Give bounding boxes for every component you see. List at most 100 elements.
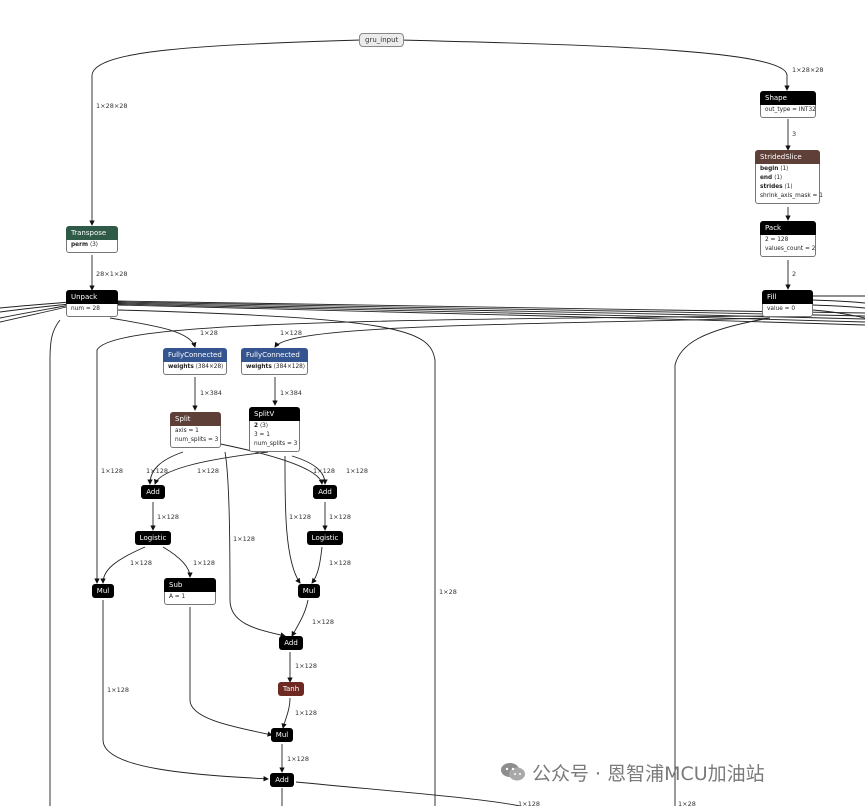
attribute-value: values_count = 2 xyxy=(765,246,816,252)
edge-label: 1×128 xyxy=(146,467,168,475)
edge-label: 1×128 xyxy=(101,467,123,475)
node-attributes: A = 1 xyxy=(164,592,216,605)
node-title: Add xyxy=(279,636,303,650)
edge-label: 1×128 xyxy=(329,559,351,567)
edge-label: 1×128 xyxy=(313,467,335,475)
node-title: FullyConnected xyxy=(163,348,227,362)
node-tanh[interactable]: Tanh xyxy=(278,682,304,696)
wechat-icon xyxy=(500,762,526,782)
edge-label: 28×1×28 xyxy=(96,270,128,278)
attribute-value: out_type = INT32 xyxy=(765,107,816,113)
edge-label: 1×128 xyxy=(289,513,311,521)
attribute-key: perm xyxy=(71,242,88,248)
attribute-row: axis = 1 xyxy=(175,427,216,436)
attribute-row: num_splits = 3 xyxy=(175,436,219,445)
node-logistic1[interactable]: Logistic xyxy=(135,531,171,545)
node-title: Logistic xyxy=(135,531,171,545)
node-attributes: weights ⟨384×28⟩ xyxy=(163,362,227,375)
edge-label: 1×128 xyxy=(312,618,334,626)
node-add2[interactable]: Add xyxy=(313,485,337,499)
node-add1[interactable]: Add xyxy=(141,485,165,499)
node-title: Add xyxy=(313,485,337,499)
attribute-value: axis = 1 xyxy=(175,428,199,434)
attribute-value: ⟨3⟩ xyxy=(89,242,99,248)
attribute-value: 2 = 128 xyxy=(765,237,789,243)
node-title: Logistic xyxy=(307,531,343,545)
edge-unpack-fc1 xyxy=(109,317,197,348)
edge-label: 1×28 xyxy=(439,588,457,596)
node-mul1[interactable]: Mul xyxy=(92,584,114,598)
edge-label: 1×128 xyxy=(197,467,219,475)
attribute-row: end ⟨1⟩ xyxy=(760,174,815,183)
edge-label: 1×128 xyxy=(157,513,179,521)
attribute-row: shrink_axis_mask = 1 xyxy=(760,192,823,201)
node-add4[interactable]: Add xyxy=(270,773,294,787)
attribute-value: ⟨384×28⟩ xyxy=(195,364,224,370)
edge-label: 1×128 xyxy=(233,535,255,543)
node-shape[interactable]: Shape out_type = INT32 xyxy=(760,91,816,118)
node-title: Add xyxy=(141,485,165,499)
attribute-row: 3 = 1 xyxy=(254,431,295,440)
edge-label: 1×28 xyxy=(200,329,218,337)
edge-label: 1×128 xyxy=(518,800,540,808)
node-attributes: 2 = 128 values_count = 2 xyxy=(760,235,816,257)
node-title: Unpack xyxy=(66,290,118,304)
attribute-row: num_splits = 3 xyxy=(254,440,297,449)
attribute-key: 2 xyxy=(254,423,259,429)
attribute-key: strides xyxy=(760,184,783,190)
attribute-row: num = 28 xyxy=(71,305,113,314)
edge-label: 1×128 xyxy=(280,329,302,337)
node-title: Fill xyxy=(762,290,813,304)
attribute-row: weights ⟨384×28⟩ xyxy=(168,363,224,372)
node-logistic2[interactable]: Logistic xyxy=(307,531,343,545)
edge-label: 1×128 xyxy=(107,686,129,694)
edge-label: 1×28 xyxy=(678,800,696,808)
attribute-row: 2 = 128 xyxy=(765,236,811,245)
edge-label: 1×128 xyxy=(295,709,317,717)
node-attributes: num = 28 xyxy=(66,304,118,317)
node-attributes: perm ⟨3⟩ xyxy=(66,240,118,253)
node-title: Tanh xyxy=(278,682,304,696)
attribute-value: shrink_axis_mask = 1 xyxy=(760,193,823,199)
input-node[interactable]: gru_input xyxy=(359,33,405,47)
attribute-row: perm ⟨3⟩ xyxy=(71,241,113,250)
node-title: Transpose xyxy=(66,226,118,240)
watermark-text: 公众号 · 恩智浦MCU加油站 xyxy=(532,762,765,785)
attribute-row: value = 0 xyxy=(767,305,808,314)
node-title: Shape xyxy=(760,91,816,105)
node-mul2[interactable]: Mul xyxy=(298,584,320,598)
node-title: StridedSlice xyxy=(755,150,820,164)
node-title: Add xyxy=(270,773,294,787)
attribute-value: num_splits = 3 xyxy=(175,437,219,443)
edge-label: 1×384 xyxy=(280,389,302,397)
attribute-row: weights ⟨384×128⟩ xyxy=(246,363,305,372)
node-mul3[interactable]: Mul xyxy=(271,728,293,742)
edge-fill-fc2 xyxy=(274,317,771,348)
node-attributes: out_type = INT32 xyxy=(760,105,816,118)
edge-label: 1×128 xyxy=(193,559,215,567)
node-attributes: value = 0 xyxy=(762,304,813,317)
attribute-key: begin xyxy=(760,166,779,172)
node-attributes: axis = 1 num_splits = 3 xyxy=(170,426,221,448)
edge-fill-mul1 xyxy=(94,315,771,584)
attribute-key: weights xyxy=(168,364,194,370)
node-title: Mul xyxy=(92,584,114,598)
edge-label: 1×128 xyxy=(130,559,152,567)
attribute-row: begin ⟨1⟩ xyxy=(760,165,815,174)
edge-label: 1×128 xyxy=(287,755,309,763)
node-add3[interactable]: Add xyxy=(279,636,303,650)
attribute-row: A = 1 xyxy=(169,593,211,602)
